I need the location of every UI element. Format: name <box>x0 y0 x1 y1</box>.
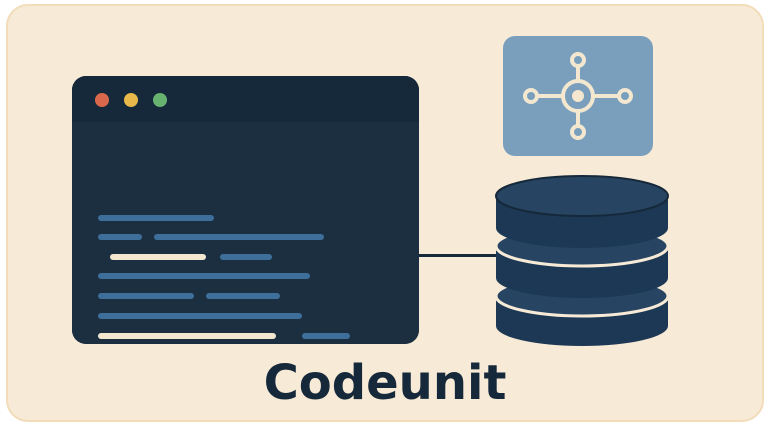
database-icon <box>494 175 670 346</box>
code-line <box>98 234 142 240</box>
code-line <box>98 293 194 299</box>
code-line <box>98 215 214 221</box>
code-editor-window-icon <box>72 76 419 344</box>
code-line <box>220 254 272 260</box>
network-hub-icon <box>503 36 653 156</box>
code-line <box>302 333 350 339</box>
window-close-dot <box>95 93 109 107</box>
window-minimize-dot <box>124 93 138 107</box>
window-maximize-dot <box>153 93 167 107</box>
brand-name: Codeunit <box>263 355 507 411</box>
window-titlebar <box>72 76 419 122</box>
code-line <box>98 333 276 339</box>
connector-line <box>419 254 497 257</box>
code-area <box>72 122 419 344</box>
code-line <box>98 313 302 319</box>
code-line <box>98 273 310 279</box>
code-line <box>154 234 324 240</box>
hub-graphic <box>523 52 633 140</box>
code-line <box>206 293 280 299</box>
code-line <box>110 254 206 260</box>
